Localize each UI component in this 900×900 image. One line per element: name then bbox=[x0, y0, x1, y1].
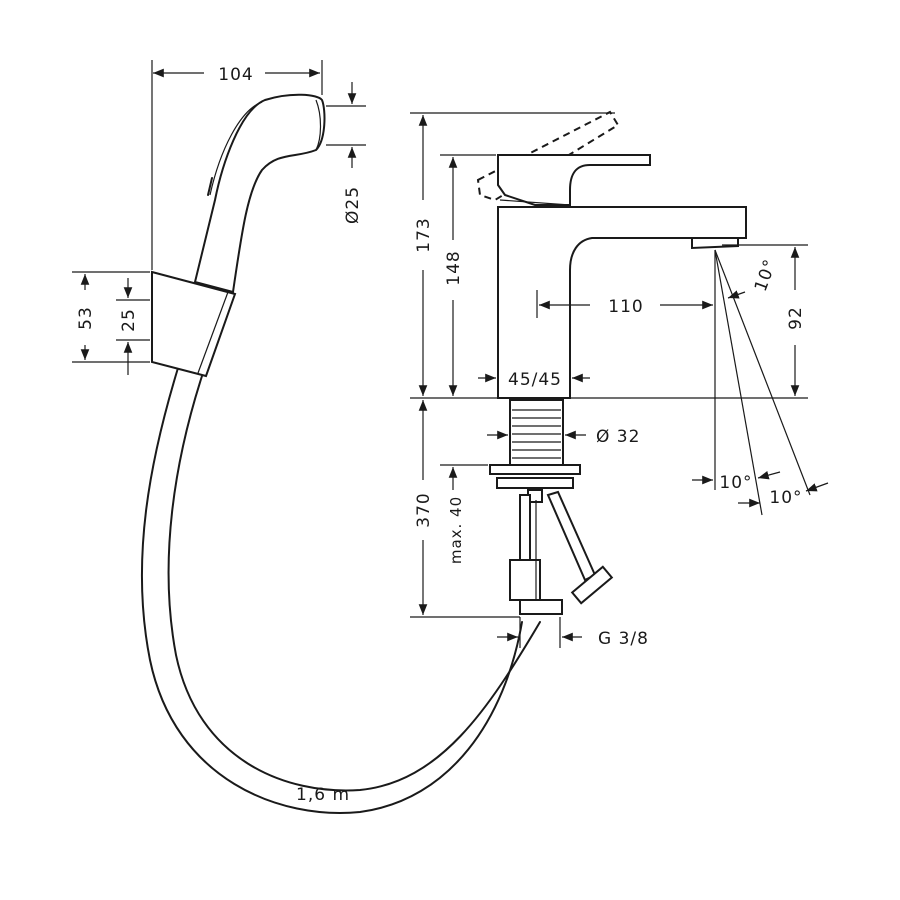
label-diameter-25: Ø25 bbox=[343, 186, 363, 224]
label-max-40: max. 40 bbox=[447, 496, 465, 564]
dimension-45-45: 45/45 bbox=[478, 370, 590, 390]
dimension-diameter-25: Ø25 bbox=[326, 82, 366, 224]
faucet bbox=[476, 110, 747, 399]
label-spout-angle: 10° bbox=[751, 256, 781, 294]
label-370: 370 bbox=[414, 492, 434, 527]
spray-angle-lines: 10° 10° 10° bbox=[692, 249, 829, 516]
hose bbox=[140, 367, 541, 814]
label-45-45: 45/45 bbox=[508, 370, 562, 390]
label-148: 148 bbox=[444, 250, 464, 285]
label-173: 173 bbox=[414, 217, 434, 252]
dimension-max-40: max. 40 bbox=[440, 464, 488, 564]
label-hose-length: 1,6 m bbox=[296, 785, 350, 805]
label-53: 53 bbox=[76, 306, 96, 330]
dimension-148: 148 bbox=[440, 154, 496, 396]
label-92: 92 bbox=[786, 306, 806, 330]
label-spray-angle-left: 10° bbox=[719, 473, 752, 493]
dimension-diameter-32: Ø 32 bbox=[487, 427, 640, 447]
dimension-25: 25 bbox=[116, 278, 150, 375]
label-110: 110 bbox=[608, 297, 643, 317]
label-25: 25 bbox=[119, 308, 139, 332]
label-104: 104 bbox=[218, 65, 253, 85]
label-spray-angle-right: 10° bbox=[769, 488, 802, 508]
dimension-110: 110 bbox=[536, 290, 713, 318]
mounting-shank bbox=[489, 399, 614, 615]
label-diameter-32: Ø 32 bbox=[596, 427, 640, 447]
dimension-g-3-8: G 3/8 bbox=[497, 617, 649, 649]
dimension-104: 104 bbox=[151, 60, 323, 270]
wall-holder bbox=[151, 270, 237, 378]
hand-shower bbox=[193, 93, 326, 294]
label-g-3-8: G 3/8 bbox=[598, 629, 649, 649]
dimension-53: 53 bbox=[72, 271, 150, 363]
dimension-92: 92 bbox=[722, 244, 808, 396]
dimension-173: 173 bbox=[410, 112, 615, 396]
dimension-370: 370 bbox=[410, 400, 520, 618]
